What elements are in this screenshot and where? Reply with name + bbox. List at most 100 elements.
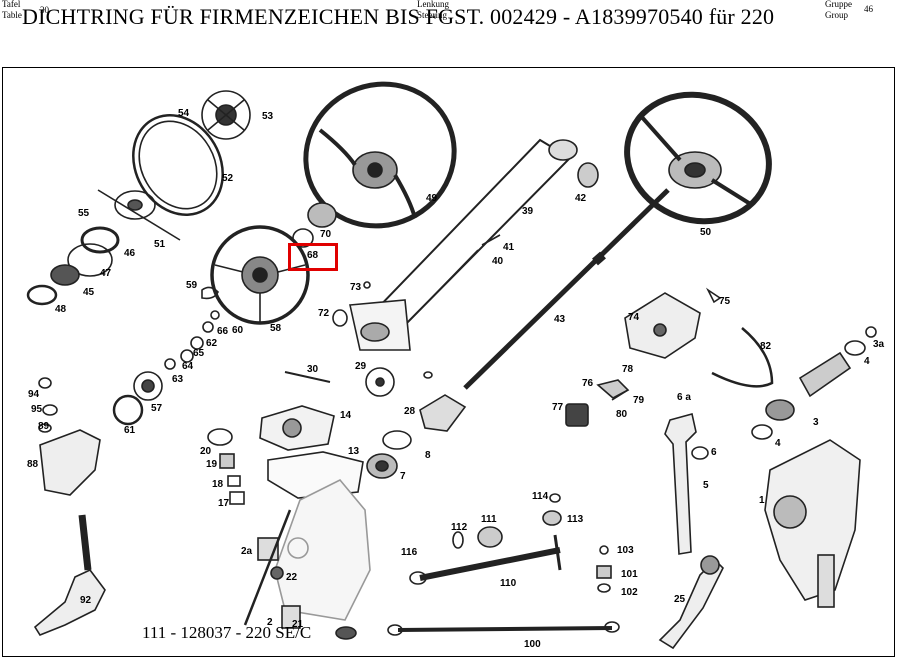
part-label-72[interactable]: 72	[318, 308, 330, 319]
part-label-53[interactable]: 53	[262, 111, 274, 122]
part-label-55[interactable]: 55	[78, 208, 90, 219]
page-title: DICHTRING FÜR FIRMENZEICHEN BIS FGST. 00…	[22, 4, 775, 29]
group-number: 46	[864, 4, 873, 14]
part-label-80[interactable]: 80	[616, 409, 628, 420]
right-parts-drawing	[565, 287, 877, 440]
part-label-28[interactable]: 28	[404, 406, 416, 417]
part-label-78[interactable]: 78	[622, 364, 634, 375]
part-label-79[interactable]: 79	[633, 395, 645, 406]
part-label-114[interactable]: 114	[532, 491, 549, 502]
part-label-7[interactable]: 7	[400, 471, 406, 482]
part-label-57[interactable]: 57	[151, 403, 163, 414]
part-label-45[interactable]: 45	[83, 287, 95, 298]
part-label-52[interactable]: 52	[222, 173, 234, 184]
part-label-88[interactable]: 88	[27, 459, 39, 470]
gruppe-label: Gruppe	[825, 0, 852, 9]
part-label-39[interactable]: 39	[522, 206, 534, 217]
part-label-29[interactable]: 29	[355, 361, 367, 372]
part-label-100[interactable]: 100	[524, 639, 541, 650]
tie-rods-drawing	[387, 493, 620, 636]
left-arm-drawing	[33, 377, 106, 636]
part-label-19[interactable]: 19	[206, 459, 218, 470]
part-label-95[interactable]: 95	[31, 404, 43, 415]
part-label-40[interactable]: 40	[492, 256, 504, 267]
part-label-30[interactable]: 30	[307, 364, 319, 375]
part-label-6a[interactable]: 6 a	[677, 392, 691, 403]
part-label-8[interactable]: 8	[425, 450, 431, 461]
part-label-3a[interactable]: 3a	[873, 339, 885, 350]
tafel-number: 30	[40, 5, 49, 15]
part-label-102[interactable]: 102	[621, 587, 638, 598]
part-label-51[interactable]: 51	[154, 239, 166, 250]
steering-label: Steering	[417, 10, 447, 20]
part-label-17[interactable]: 17	[218, 498, 230, 509]
part-label-20[interactable]: 20	[200, 446, 212, 457]
small-parts-left-drawing	[112, 281, 395, 426]
part-label-13[interactable]: 13	[348, 446, 360, 457]
part-label-92[interactable]: 92	[80, 595, 92, 606]
part-label-103[interactable]: 103	[617, 545, 634, 556]
part-label-48[interactable]: 48	[55, 304, 67, 315]
part-label-113[interactable]: 113	[567, 514, 584, 525]
part-label-25[interactable]: 25	[674, 594, 686, 605]
part-label-42[interactable]: 42	[575, 193, 587, 204]
part-label-73[interactable]: 73	[350, 282, 362, 293]
part-label-74[interactable]: 74	[628, 312, 640, 323]
part-label-1[interactable]: 1	[759, 495, 765, 506]
part-label-101[interactable]: 101	[621, 569, 638, 580]
diagram-frame	[2, 67, 895, 657]
tafel-label: Tafel	[2, 0, 21, 9]
part-label-94[interactable]: 94	[28, 389, 40, 400]
part-label-61[interactable]: 61	[124, 425, 136, 436]
part-label-49[interactable]: 49	[426, 193, 438, 204]
part-label-60[interactable]: 60	[232, 325, 244, 336]
part-label-4[interactable]: 4	[864, 356, 870, 367]
part-label-2[interactable]: 2	[267, 617, 273, 628]
part-label-62[interactable]: 62	[206, 338, 218, 349]
part-label-58[interactable]: 58	[270, 323, 282, 334]
part-label-6[interactable]: 6	[711, 447, 717, 458]
part-label-63[interactable]: 63	[172, 374, 184, 385]
steering-wheel-49-drawing	[292, 81, 457, 248]
part-label-76[interactable]: 76	[582, 378, 594, 389]
part-label-77[interactable]: 77	[552, 402, 564, 413]
part-label-110[interactable]: 110	[500, 578, 517, 589]
lenkung-label: Lenkung	[417, 0, 449, 9]
horn-ring-assembly-drawing	[26, 90, 251, 306]
part-label-116[interactable]: 116	[401, 547, 418, 558]
steering-wheel-50-drawing	[463, 91, 772, 390]
part-label-50[interactable]: 50	[700, 227, 712, 238]
part-label-46[interactable]: 46	[124, 248, 136, 259]
steering-column-drawing	[349, 138, 599, 351]
part-label-43[interactable]: 43	[554, 314, 566, 325]
part-label-68[interactable]: 68	[307, 250, 319, 261]
part-label-75[interactable]: 75	[719, 296, 731, 307]
table-label: Table	[2, 10, 22, 20]
part-label-54[interactable]: 54	[178, 108, 190, 119]
part-label-22[interactable]: 22	[286, 572, 298, 583]
part-label-66[interactable]: 66	[217, 326, 229, 337]
small-steering-wheel-drawing	[210, 225, 310, 325]
part-label-111[interactable]: 111	[481, 514, 497, 525]
part-label-3[interactable]: 3	[813, 417, 819, 428]
footer-text: 111 - 128037 - 220 SE/C	[142, 623, 312, 642]
part-label-112[interactable]: 112	[451, 522, 468, 533]
part-label-82[interactable]: 82	[760, 341, 772, 352]
part-label-70[interactable]: 70	[320, 229, 332, 240]
part-label-47[interactable]: 47	[100, 268, 112, 279]
part-label-14[interactable]: 14	[340, 410, 352, 421]
part-label-41[interactable]: 41	[503, 242, 515, 253]
part-label-4[interactable]: 4	[775, 438, 781, 449]
part-label-89[interactable]: 89	[38, 421, 50, 432]
part-label-64[interactable]: 64	[182, 361, 194, 372]
part-label-2a[interactable]: 2a	[241, 546, 253, 557]
part-label-65[interactable]: 65	[193, 348, 205, 359]
group-label: Group	[825, 10, 848, 20]
part-label-18[interactable]: 18	[212, 479, 224, 490]
part-label-5[interactable]: 5	[703, 480, 709, 491]
part-label-59[interactable]: 59	[186, 280, 198, 291]
part-label-21[interactable]: 21	[292, 619, 304, 630]
mid-parts-drawing	[207, 405, 371, 640]
